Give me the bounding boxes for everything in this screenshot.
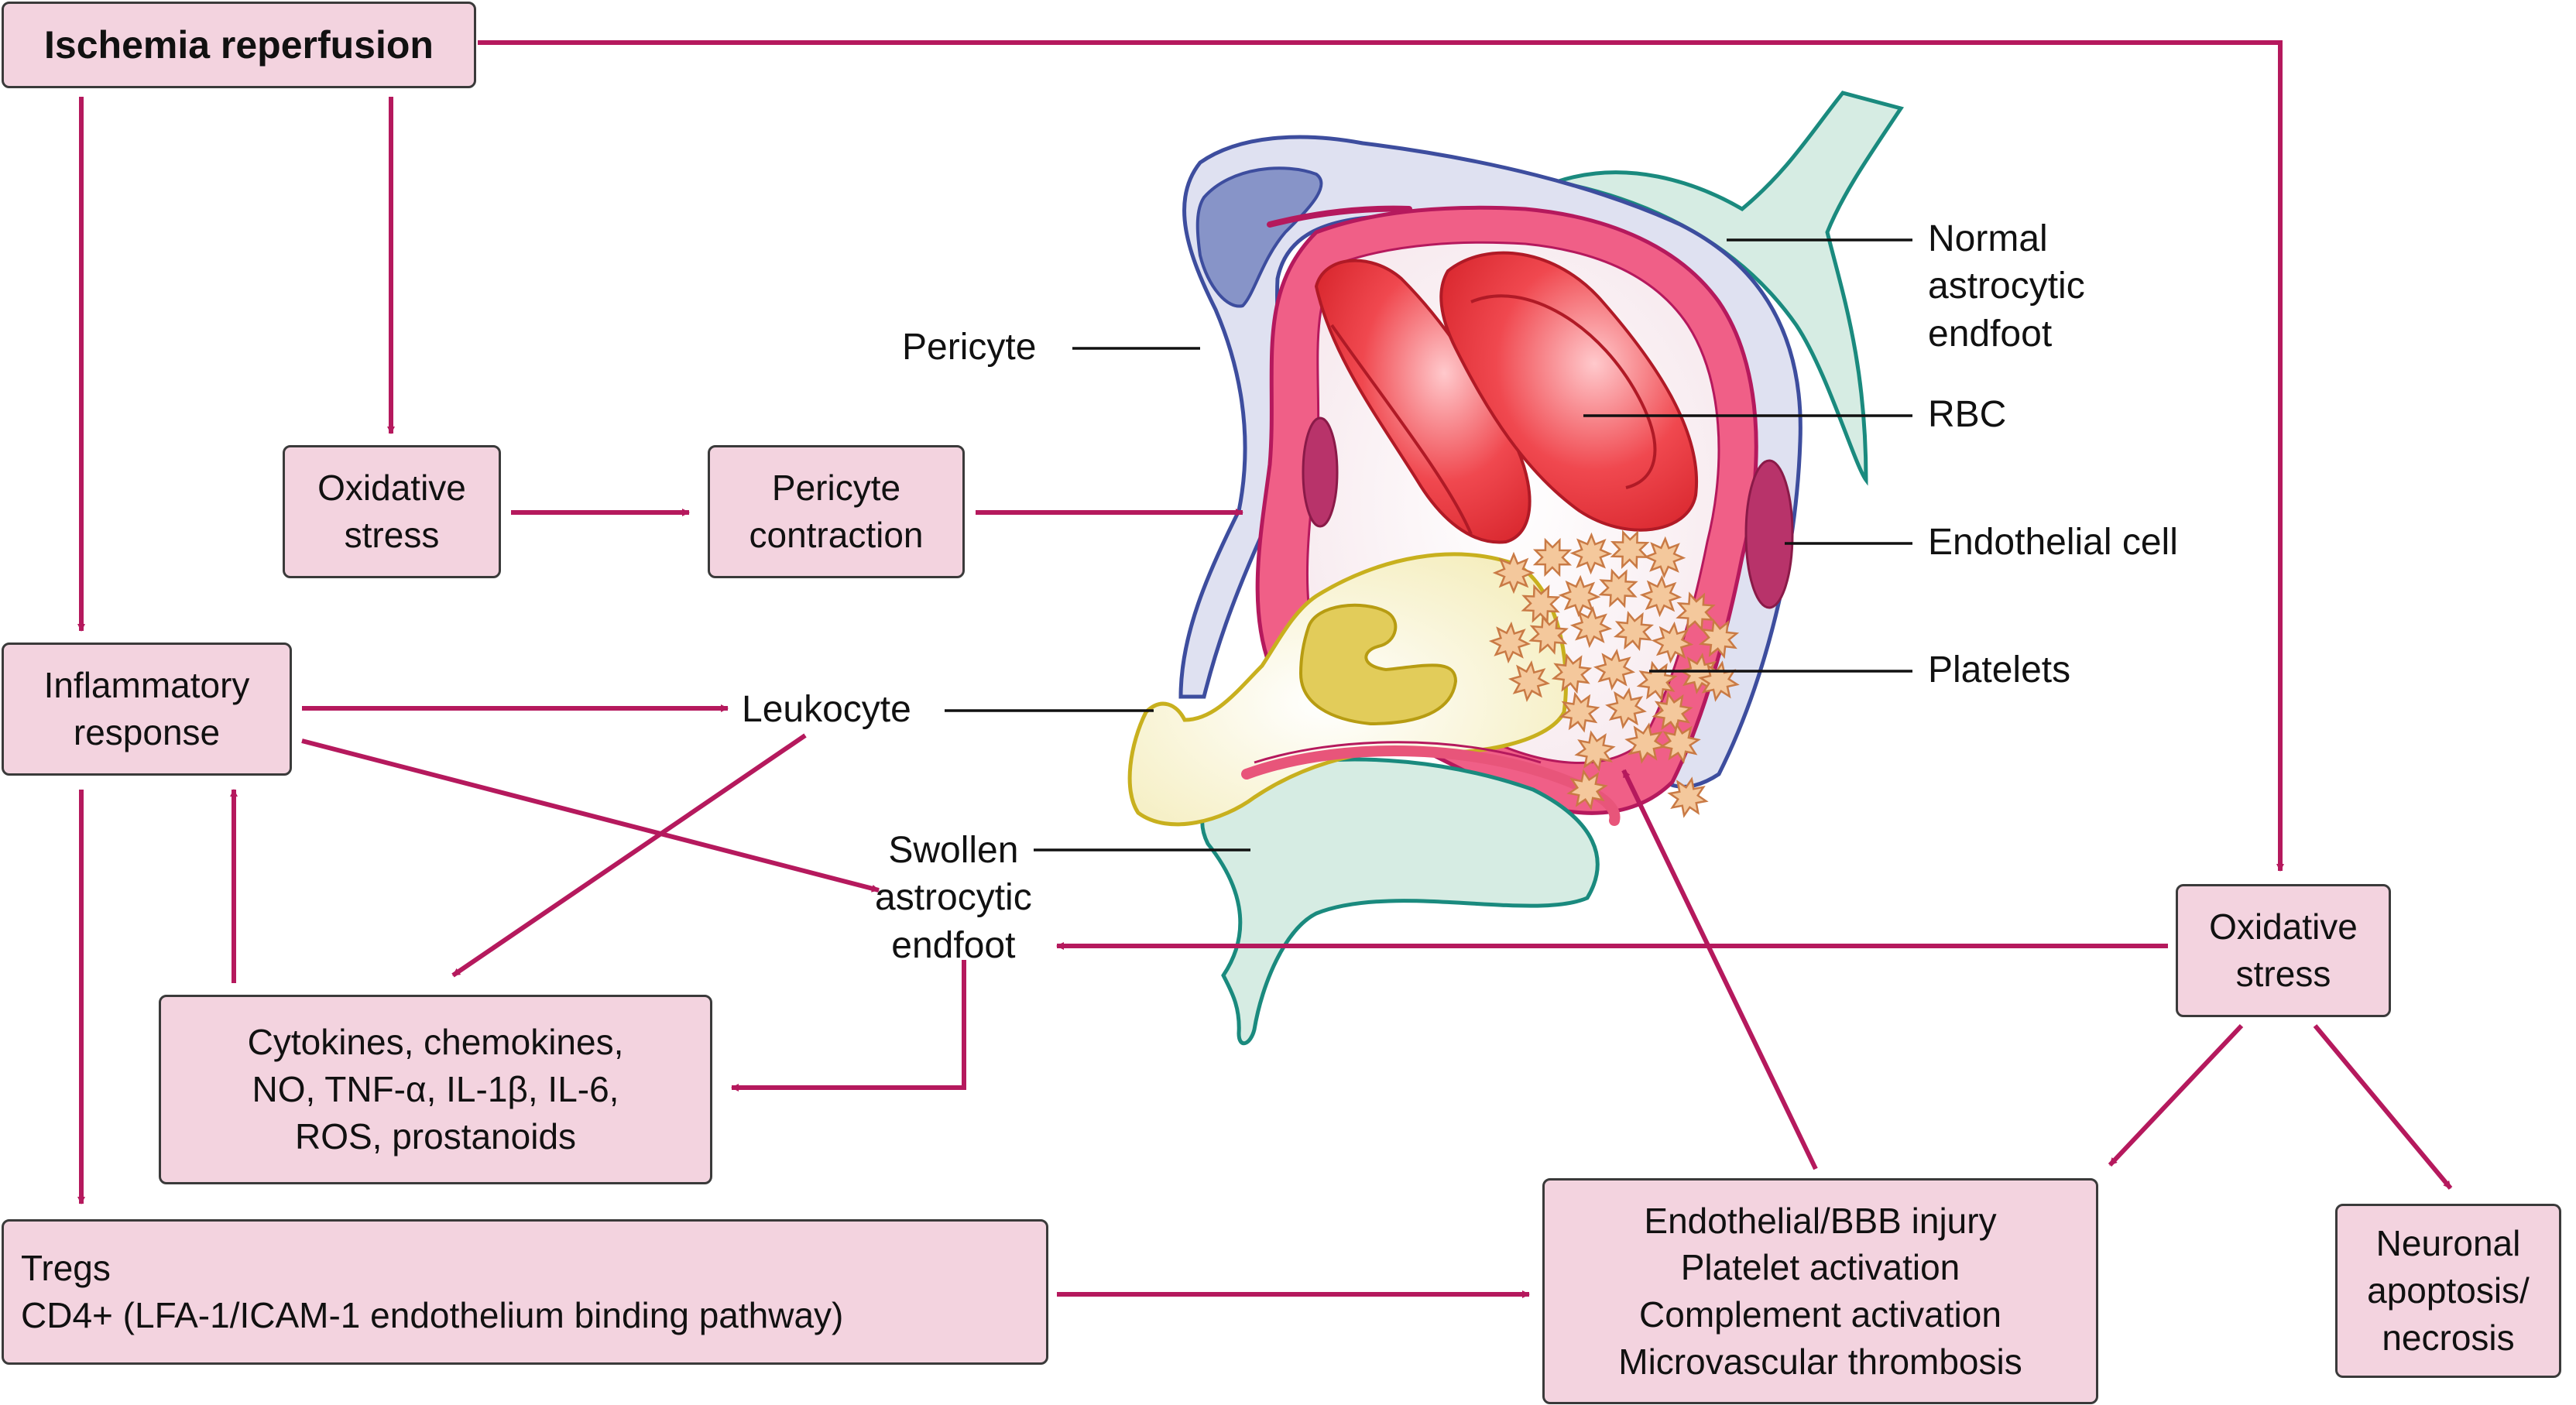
rbc-right-inner	[1470, 294, 1657, 489]
platelet	[1566, 769, 1608, 810]
normal-line3: endfoot	[1928, 313, 2053, 355]
platelets-group	[1488, 529, 1740, 818]
inflammatory-response-line1: Inflammatory	[43, 665, 250, 706]
platelet	[1521, 584, 1561, 624]
leukocyte-nucleus	[1298, 603, 1458, 726]
normal-line1: Normal	[1928, 218, 2048, 259]
tregs-line1: Tregs	[21, 1248, 111, 1289]
inflammatory-response-box: Inflammatory response	[2, 643, 292, 776]
endothelial-nucleus-right	[1744, 459, 1794, 609]
cytokines-line3: ROS, prostanoids	[294, 1115, 577, 1157]
platelet	[1698, 618, 1740, 660]
platelet	[1532, 537, 1573, 577]
swollen-line3: endfoot	[891, 924, 1016, 966]
platelet	[1651, 621, 1694, 664]
pericyte-contraction-line2: contraction	[749, 515, 924, 555]
platelet	[1643, 536, 1686, 579]
platelet	[1598, 568, 1638, 608]
leader-lines	[945, 238, 1912, 852]
tregs-box: Tregs CD4+ (LFA-1/ICAM-1 endothelium bin…	[2, 1219, 1048, 1365]
ischemia-reperfusion-box: Ischemia reperfusion	[2, 2, 476, 88]
platelet	[1559, 691, 1600, 733]
cytokines-line2: NO, TNF-α, IL-1β, IL-6,	[252, 1069, 619, 1110]
platelet	[1492, 551, 1535, 595]
endothelial-injury-line2: Platelet activation	[1680, 1247, 1960, 1288]
capillary-illustration	[1127, 91, 1905, 1045]
rbc-label: RBC	[1928, 394, 2007, 435]
platelet	[1636, 660, 1678, 702]
tregs-line2: CD4+ (LFA-1/ICAM-1 endothelium binding p…	[21, 1295, 844, 1335]
oxidative-stress-left-box: Oxidative stress	[283, 445, 501, 578]
arrow-injury-to-platelets	[1621, 769, 1818, 1170]
neuronal-apoptosis-line1: Neuronal	[2375, 1223, 2521, 1264]
rbc-left-shape	[1314, 259, 1532, 544]
platelet	[1528, 615, 1569, 655]
platelet	[1613, 610, 1655, 652]
arrow-leukocyte-to-cytokines	[451, 733, 807, 978]
arrows	[77, 40, 2453, 1298]
pericyte-label: Pericyte	[902, 327, 1037, 368]
endothelial-injury-line3: Complement activation	[1639, 1294, 2001, 1335]
platelets-label: Platelets	[1928, 649, 2071, 691]
platelet	[1639, 574, 1682, 618]
platelet	[1569, 605, 1613, 649]
ischemia-reperfusion-text: Ischemia reperfusion	[44, 23, 434, 67]
swollen-astrocytic-endfoot-label: Swollen astrocytic endfoot	[875, 827, 1032, 969]
arrow-ischemia-to-oxidative-right	[478, 40, 2284, 872]
platelet	[1659, 722, 1701, 764]
oxidative-stress-left-line2: stress	[344, 515, 440, 555]
swollen-line1: Swollen	[888, 830, 1019, 871]
platelet	[1652, 691, 1693, 733]
platelet	[1610, 529, 1650, 570]
endothelial-injury-line4: Microvascular thrombosis	[1618, 1341, 2022, 1382]
platelet	[1558, 574, 1601, 618]
endothelium-lower-inner	[1254, 741, 1542, 764]
platelet	[1605, 687, 1647, 729]
platelet	[1569, 532, 1613, 575]
platelet	[1488, 621, 1532, 664]
platelet	[1676, 591, 1716, 632]
oxidative-stress-right-box: Oxidative stress	[2176, 884, 2391, 1017]
pericyte-contraction-line1: Pericyte	[771, 468, 901, 509]
platelet	[1667, 776, 1709, 818]
cytokines-line1: Cytokines, chemokines,	[247, 1022, 624, 1063]
platelet	[1593, 648, 1636, 691]
cytokines-box: Cytokines, chemokines, NO, TNF-α, IL-1β,…	[159, 995, 712, 1184]
normal-astrocytic-endfoot-label: Normal astrocytic endfoot	[1928, 215, 2085, 358]
endothelial-nucleus-left	[1302, 416, 1339, 528]
endothelial-injury-line1: Endothelial/BBB injury	[1644, 1200, 1997, 1241]
arrow-swollen-to-cytokines	[731, 960, 966, 1091]
arrow-oxidative-right-to-neuronal	[2313, 1024, 2453, 1190]
neuronal-apoptosis-box: Neuronal apoptosis/ necrosis	[2335, 1204, 2561, 1378]
inflammatory-response-line2: response	[73, 712, 221, 752]
oxidative-stress-left-line1: Oxidative	[317, 468, 466, 509]
neuronal-apoptosis-line2: apoptosis/	[2367, 1270, 2530, 1311]
endothelial-cell-label: Endothelial cell	[1928, 522, 2178, 563]
platelet	[1574, 730, 1616, 772]
oxidative-stress-right-line1: Oxidative	[2209, 906, 2358, 948]
neuronal-apoptosis-line3: necrosis	[2382, 1317, 2515, 1358]
pericyte-nucleus	[1195, 166, 1323, 308]
normal-astrocytic-endfoot-shape	[1549, 91, 1905, 486]
normal-line2: astrocytic	[1928, 266, 2085, 307]
oxidative-stress-right-line2: stress	[2235, 954, 2331, 994]
pericyte-contraction-box: Pericyte contraction	[708, 445, 965, 578]
endothelial-injury-box: Endothelial/BBB injury Platelet activati…	[1542, 1178, 2098, 1404]
rbc-right-shape	[1439, 251, 1699, 532]
swollen-line2: astrocytic	[875, 877, 1032, 919]
leukocyte-label: Leukocyte	[742, 689, 911, 730]
arrow-inflammatory-to-swollen	[301, 738, 880, 893]
arrow-oxidative-right-to-injury	[2108, 1023, 2244, 1167]
platelet	[1551, 653, 1593, 694]
platelet	[1508, 660, 1551, 703]
endothelial-thin-line	[1267, 205, 1412, 228]
rbc-left-inner	[1330, 324, 1473, 535]
platelet	[1624, 722, 1666, 764]
swollen-astrocytic-endfoot-shape	[1200, 757, 1600, 1045]
